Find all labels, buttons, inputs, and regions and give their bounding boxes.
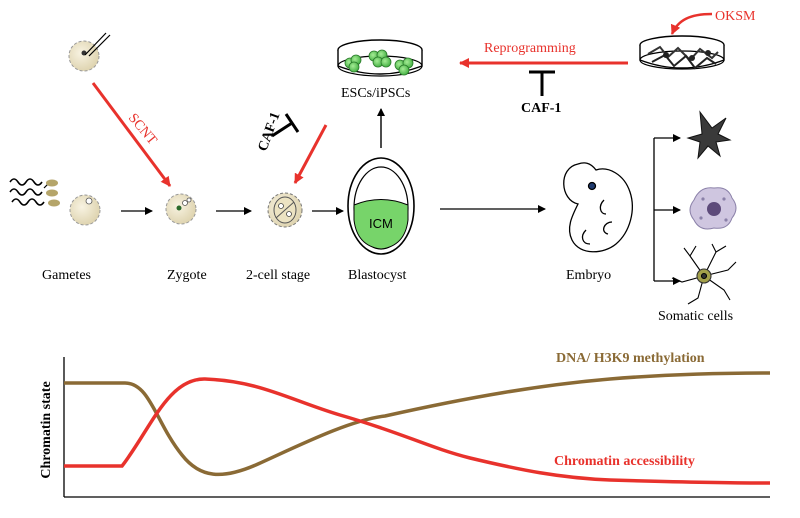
plot-ylabel: Chromatin state: [39, 381, 54, 478]
gametes-label: Gametes: [42, 268, 91, 283]
somatic-label: Somatic cells: [658, 309, 733, 324]
somatic-culture-dish-icon: [639, 35, 725, 70]
reprogramming-label: Reprogramming: [484, 41, 576, 56]
caf1-inhibition-side-icon: [271, 113, 300, 138]
oocyte-icon: [69, 194, 101, 226]
methylation-legend: DNA/ H3K9 methylation: [556, 351, 705, 366]
oksm-arrow: [670, 12, 713, 35]
neuron-icon: [671, 243, 737, 305]
enucleated-oocyte-icon: [68, 32, 111, 72]
two-cell-embryo-icon: [267, 192, 303, 228]
esc-culture-dish-icon: [337, 39, 423, 77]
embryo-icon: [563, 162, 633, 253]
scnt-label: SCNT: [125, 111, 160, 148]
zygote-label: Zygote: [167, 268, 207, 283]
scnt-arrow: [91, 82, 172, 187]
caf1-red-arrow: [293, 124, 328, 184]
escs-label: ESCs/iPSCs: [341, 86, 410, 101]
accessibility-curve: [64, 377, 771, 485]
macrophage-icon: [689, 187, 737, 230]
accessibility-legend: Chromatin accessibility: [554, 454, 695, 469]
embryo-label: Embryo: [566, 268, 611, 283]
caf1-top-label: CAF-1: [521, 101, 561, 116]
chromatin-plot: Chromatin state DNA/ H3K9 methylation Ch…: [39, 351, 771, 498]
blastocyst-label: Blastocyst: [348, 268, 406, 283]
zygote-icon: [165, 193, 197, 225]
sperm-icon: [9, 178, 60, 207]
icm-label: ICM: [369, 216, 393, 231]
methylation-curve: [124, 371, 771, 477]
fibroblast-icon: [686, 110, 732, 160]
oksm-label: OKSM: [715, 9, 756, 24]
caf1-inhibition-top-icon: [529, 70, 555, 96]
blastocyst-icon: [347, 157, 415, 255]
somatic-branch: [653, 134, 681, 285]
two-cell-label: 2-cell stage: [246, 268, 310, 283]
